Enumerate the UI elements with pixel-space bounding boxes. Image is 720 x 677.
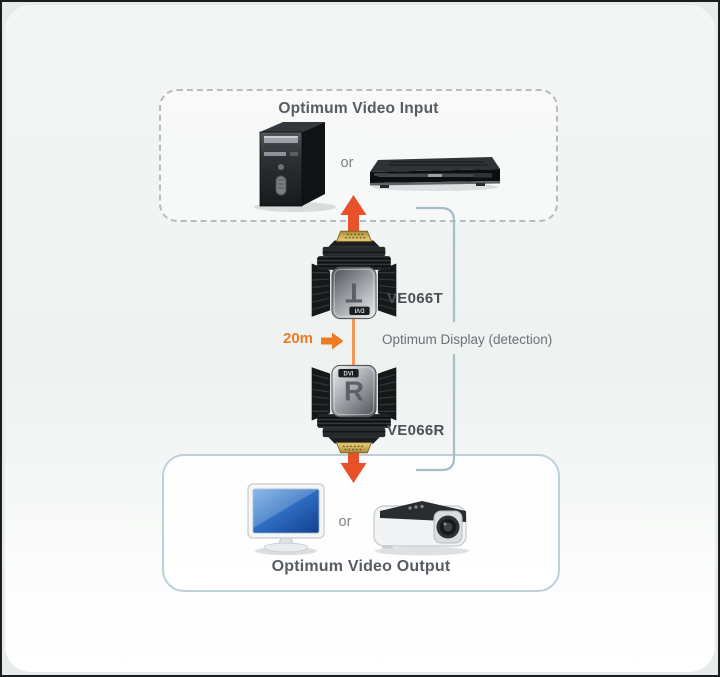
output-box-title: Optimum Video Output xyxy=(271,558,451,575)
input-box-title: Optimum Video Input xyxy=(278,100,439,117)
cable-length-label: 20m xyxy=(283,330,314,347)
receiver-label: VE066R xyxy=(387,422,445,439)
transmitter-label: VE066T xyxy=(387,290,443,307)
output-or-label: or xyxy=(338,514,352,530)
input-or-label: or xyxy=(340,155,354,171)
detection-label: Optimum Display (detection) xyxy=(382,332,553,347)
